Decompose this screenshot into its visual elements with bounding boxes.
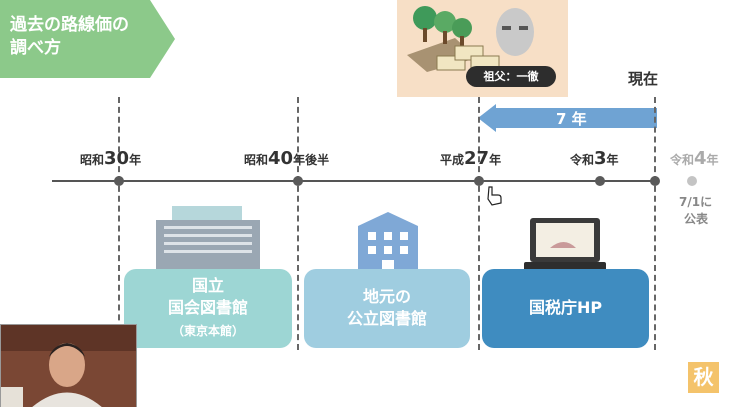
era-label-s40: 昭和40年後半 xyxy=(244,148,330,169)
publish-label: 公表 xyxy=(684,212,709,226)
timeline-guide-3 xyxy=(478,97,480,350)
era-label-s30: 昭和30年 xyxy=(80,148,142,169)
source-local-line2: 公立図書館 xyxy=(346,309,427,328)
present-label: 現在 xyxy=(628,70,659,88)
source-nta-line1: 国税庁HP xyxy=(528,298,603,317)
timeline-guide-1 xyxy=(118,97,120,350)
office-building-icon xyxy=(358,212,418,272)
library-building-icon xyxy=(156,206,260,270)
source-ndl-sub: （東京本館） xyxy=(171,324,244,338)
duration-arrow xyxy=(478,104,657,132)
hand-pointer-icon xyxy=(487,186,502,206)
title-line-2: 調べ方 xyxy=(10,38,61,58)
timeline-point-present xyxy=(650,176,660,186)
timeline-axis xyxy=(52,180,658,182)
presenter-video xyxy=(1,325,136,407)
timeline-point-h27 xyxy=(474,176,484,186)
source-local-line1: 地元の xyxy=(362,287,411,306)
title-banner: 過去の路線価の 調べ方 xyxy=(0,0,175,78)
source-ndl-line1: 国立 xyxy=(191,276,224,295)
source-ndl-line2: 国会図書館 xyxy=(167,298,248,317)
era-label-r3: 令和3年 xyxy=(570,148,619,169)
timeline-point-r3 xyxy=(595,176,605,186)
source-ndl-box: 国立 国会図書館 （東京本館） xyxy=(124,269,292,348)
source-nta-box: 国税庁HP xyxy=(482,269,649,348)
timeline-guide-4 xyxy=(654,97,656,350)
timeline-guide-2 xyxy=(297,97,299,350)
webcam-overlay xyxy=(0,324,137,407)
duration-label: 7 年 xyxy=(556,110,587,128)
laptop-icon xyxy=(524,218,606,272)
grandfather-label: 祖父：一徹 xyxy=(466,66,556,87)
title-line-1: 過去の路線価の xyxy=(10,15,129,35)
publish-date: 7/1に xyxy=(679,195,713,209)
source-local-library-box: 地元の 公立図書館 xyxy=(304,269,470,348)
timeline-point-r4 xyxy=(687,176,697,186)
channel-logo: 秋 xyxy=(688,362,719,393)
era-label-h27: 平成27年 xyxy=(440,148,502,169)
era-label-r4: 令和4年 xyxy=(670,148,719,169)
timeline-point-s30 xyxy=(114,176,124,186)
timeline-point-s40 xyxy=(293,176,303,186)
